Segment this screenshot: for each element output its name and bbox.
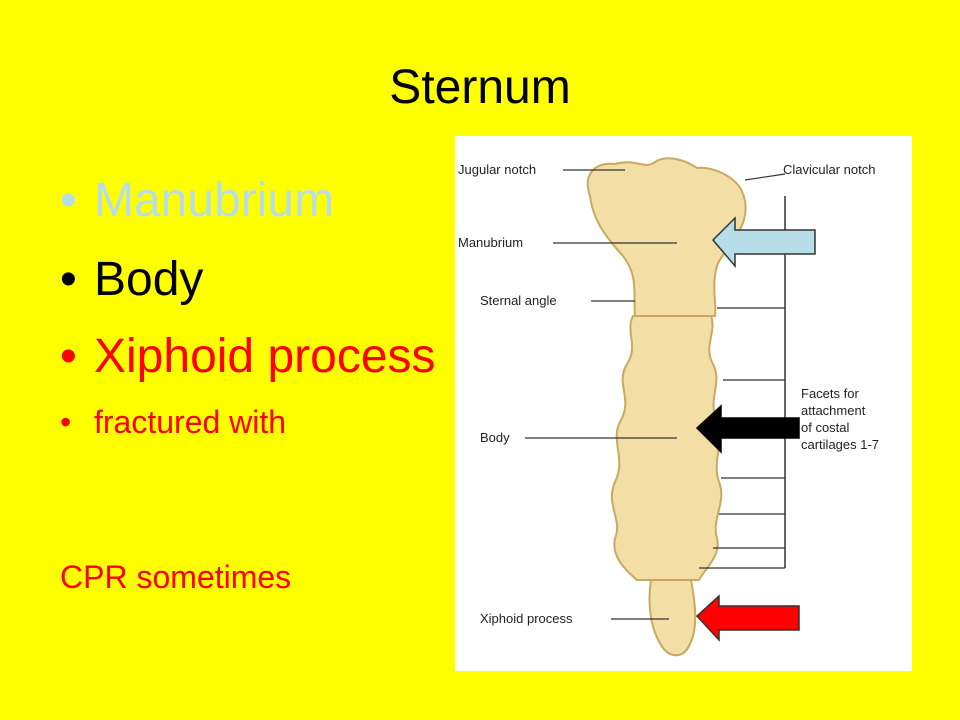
- bullet-list: • Manubrium • Body • Xiphoid process • f…: [60, 174, 440, 451]
- label-facets-4: cartilages 1-7: [801, 437, 879, 452]
- manubrium-bone: [586, 157, 747, 317]
- bullet-dot: •: [60, 329, 77, 383]
- label-sternal-angle: Sternal angle: [480, 293, 557, 308]
- bullet-xiphoid-text: Xiphoid process: [94, 329, 436, 383]
- sternum-diagram: Jugular notch Clavicular notch Manubrium…: [455, 136, 912, 671]
- bullet-manubrium: • Manubrium: [60, 174, 440, 228]
- label-jugular-notch: Jugular notch: [458, 162, 536, 177]
- xiphoid-bone: [648, 579, 697, 657]
- bullet-body-text: Body: [94, 252, 204, 306]
- sternum-illustration: Jugular notch Clavicular notch Manubrium…: [458, 157, 879, 657]
- bullet-body: • Body: [60, 252, 440, 307]
- slide-title: Sternum: [389, 61, 571, 114]
- bullet-fractured: • fractured with: [60, 405, 440, 440]
- bullet-xiphoid: • Xiphoid process: [60, 329, 440, 384]
- sternum-body-bone: [610, 315, 723, 581]
- label-clavicular-notch: Clavicular notch: [783, 162, 876, 177]
- label-facets-2: attachment: [801, 403, 866, 418]
- bullet-dot: •: [60, 252, 77, 306]
- bullet-dot: •: [60, 174, 77, 227]
- label-body: Body: [480, 430, 510, 445]
- bullet-fractured-text: fractured with: [94, 404, 287, 441]
- bullet-dot: •: [60, 404, 72, 441]
- label-xiphoid-process: Xiphoid process: [480, 611, 573, 626]
- label-facets-1: Facets for: [801, 386, 859, 401]
- manubrium-arrow-icon: [711, 216, 816, 269]
- label-manubrium: Manubrium: [458, 235, 523, 250]
- bullet-manubrium-text: Manubrium: [94, 174, 335, 227]
- body-arrow-icon: [695, 404, 800, 454]
- label-facets-3: of costal: [801, 420, 850, 435]
- xiphoid-arrow-icon: [695, 594, 800, 642]
- bullet-continuation: CPR sometimes: [60, 559, 292, 595]
